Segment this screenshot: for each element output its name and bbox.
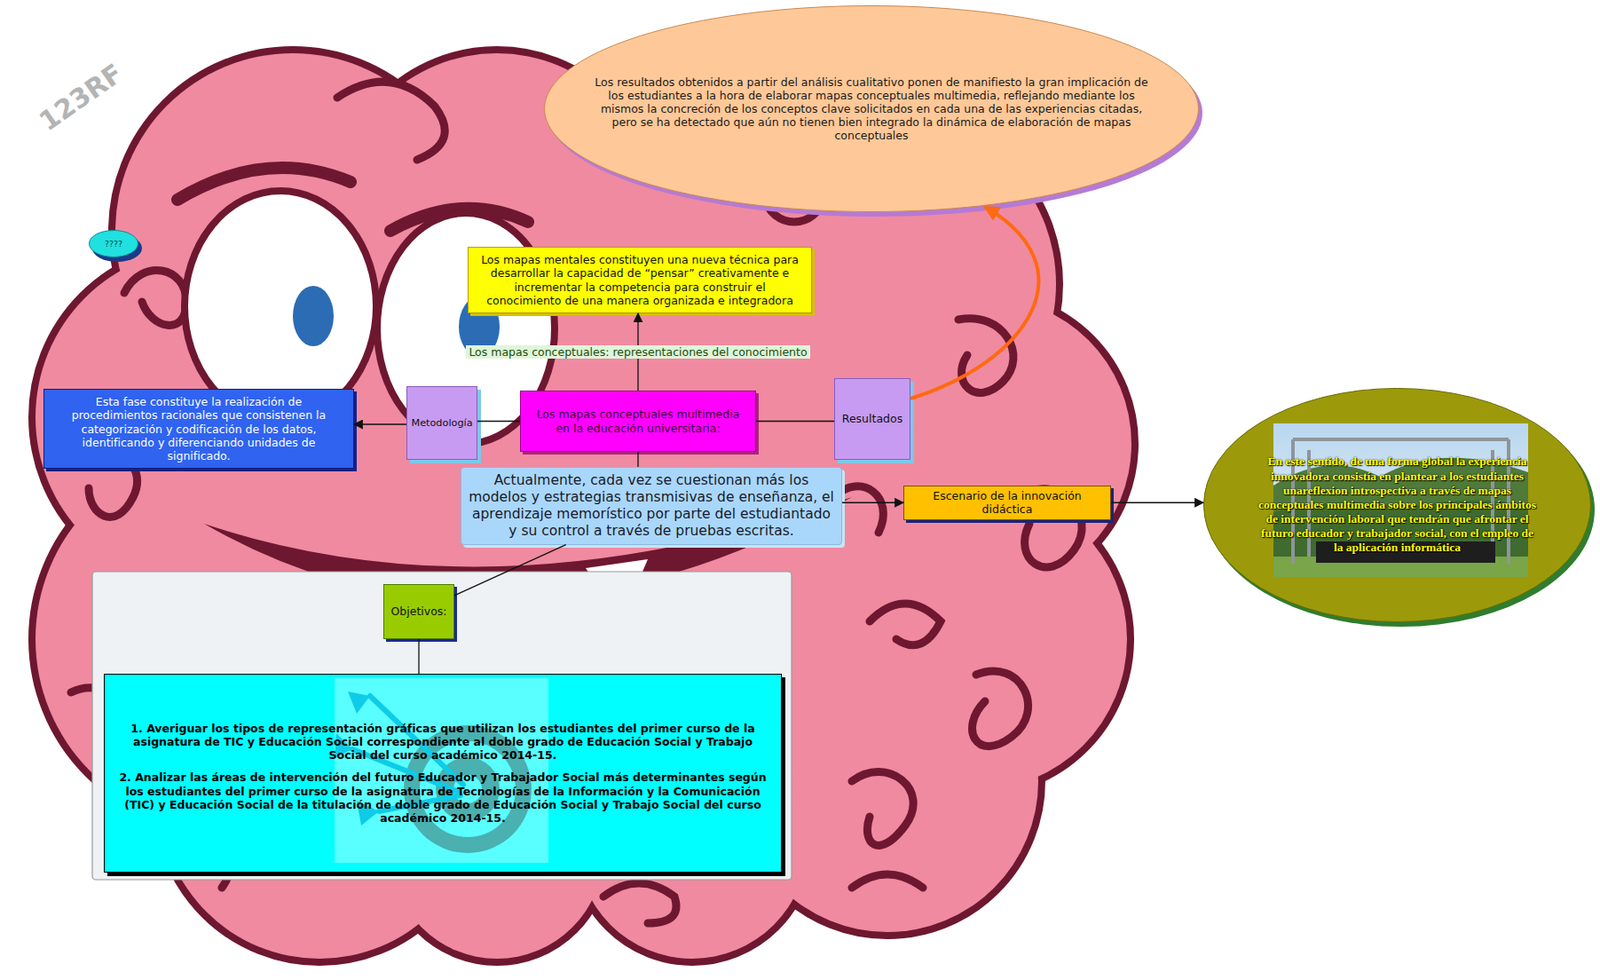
connector [354, 423, 407, 425]
dart-flights [334, 691, 379, 826]
swirl [851, 874, 923, 888]
picture-ground [334, 677, 549, 863]
photo-truss [1292, 439, 1509, 564]
swirl [972, 670, 1029, 747]
scenario-ellipse: En este sentido, de una forma global la … [1203, 387, 1592, 623]
note-bubble: ???? [88, 229, 139, 258]
node-text: 2. Analizar las áreas de intervención de… [113, 770, 773, 825]
photo-trees [1273, 500, 1529, 577]
swirl [124, 270, 187, 326]
ellipse-fill [1204, 388, 1592, 623]
node-text: Escenario de la innovación didáctica [909, 488, 1105, 517]
connector [842, 502, 904, 504]
node-text: Los mapas conceptuales multimedia en la … [528, 407, 749, 435]
node-text: Resultados [836, 411, 908, 426]
section-box: Resultados [834, 378, 911, 460]
curved-arrow [910, 206, 1039, 399]
connector [477, 420, 521, 422]
eye [184, 190, 377, 422]
section-box: Metodología [406, 386, 478, 460]
target-ring [419, 740, 516, 837]
ellipse-fill [544, 6, 1199, 213]
photo-hills [1273, 457, 1529, 577]
ellipse-text: Los resultados obtenidos a partir del an… [587, 75, 1156, 142]
photo-screen [1316, 541, 1496, 563]
swirl [958, 318, 1014, 394]
swirl [603, 882, 677, 923]
target-ring [453, 774, 482, 804]
connector [454, 544, 567, 596]
pupil [292, 285, 334, 347]
target-picture [334, 677, 549, 863]
central-topic-box: Los mapas conceptuales multimedia en la … [520, 390, 757, 452]
stage-photo [1273, 423, 1529, 577]
photo-sky [1273, 423, 1529, 577]
darts [352, 695, 464, 812]
concept-box: Los mapas mentales constituyen una nueva… [467, 246, 812, 314]
ellipse-text: En este sentido, de una forma global la … [1255, 454, 1540, 555]
objectives-panel [92, 571, 792, 880]
node-text: 1. Averiguar los tipos de representación… [113, 721, 773, 763]
swirl [337, 81, 445, 160]
objectives-box: Objetivos: [383, 583, 455, 639]
connector [417, 638, 419, 674]
connector [637, 451, 639, 467]
edge-label: Los mapas conceptuales: representaciones… [465, 345, 810, 359]
method-note-box: Esta fase constituye la realización de p… [43, 388, 355, 469]
node-text: ???? [97, 238, 130, 249]
swirl [851, 772, 914, 846]
watermark: 123RF [33, 57, 129, 138]
node-text: Actualmente, cada vez se cuestionan más … [468, 472, 835, 540]
scenario-box: Escenario de la innovación didáctica [903, 485, 1112, 521]
node-text: En este sentido, de una forma global la … [1255, 454, 1540, 555]
node-text: Esta fase constituye la realización de p… [51, 394, 347, 463]
node-text: Los resultados obtenidos a partir del an… [587, 75, 1156, 142]
result-ellipse: Los resultados obtenidos a partir del an… [543, 5, 1199, 213]
connector [756, 420, 835, 422]
ellipse-text: ???? [97, 238, 130, 249]
target-ring [403, 725, 532, 853]
context-box: Actualmente, cada vez se cuestionan más … [460, 466, 843, 545]
ellipse-fill [89, 230, 139, 258]
connector [1111, 502, 1204, 504]
swirl [869, 603, 941, 646]
node-text: Objetivos: [386, 604, 452, 618]
node-text: Los mapas mentales constituyen una nueva… [475, 252, 804, 308]
node-text: Metodología [409, 417, 475, 430]
